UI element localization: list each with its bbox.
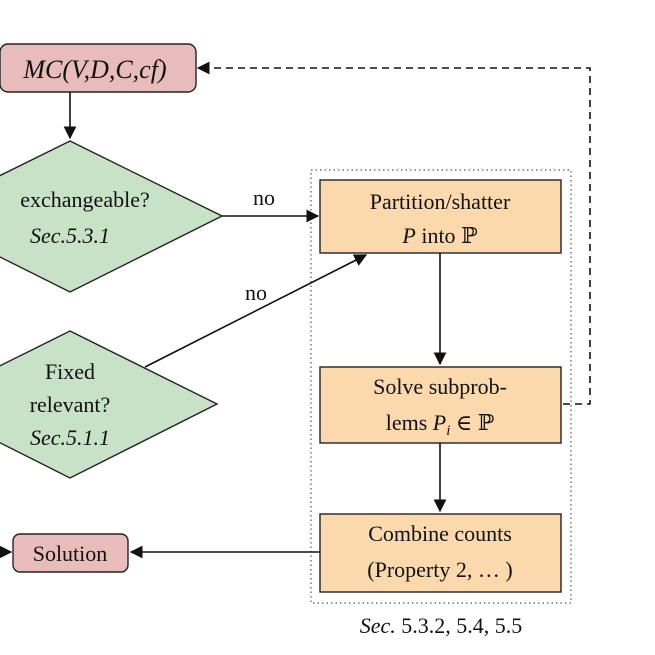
- exchangeable-section-ref: Sec.5.3.1: [30, 223, 110, 248]
- exchangeable-question: exchangeable?: [20, 187, 149, 212]
- exchangeable-decision: exchangeable? Sec.5.3.1: [0, 140, 224, 293]
- mc-node: MC(V,D,C,cf): [0, 43, 197, 93]
- solve-node: Solve subprob- lems Pi ∈ ℙ: [319, 366, 562, 444]
- edge-label-no-bottom: no: [245, 280, 267, 305]
- fixed-question-line1: Fixed: [45, 359, 95, 384]
- edge-fixed-to-partition: [144, 254, 368, 368]
- mc-node-label: MC(V,D,C,cf): [22, 55, 166, 84]
- partition-line1: Partition/shatter: [370, 189, 511, 214]
- combine-line2: (Property 2, … ): [367, 557, 512, 582]
- edge-label-no-top: no: [253, 185, 275, 210]
- partition-node: Partition/shatter P into ℙ: [319, 179, 562, 254]
- solution-label: Solution: [33, 541, 108, 566]
- combine-node: Combine counts (Property 2, … ): [319, 513, 562, 593]
- fixed-question-line2: relevant?: [30, 392, 111, 417]
- solve-line2: lems Pi ∈ ℙ: [386, 410, 495, 439]
- fixed-section-ref: Sec.5.1.1: [30, 425, 110, 450]
- partition-line2: P into ℙ: [401, 223, 477, 248]
- solution-node: Solution: [12, 533, 129, 573]
- solve-line1: Solve subprob-: [373, 374, 507, 399]
- combine-line1: Combine counts: [368, 521, 512, 546]
- edge-solve-feedback-to-mc: [196, 61, 591, 405]
- section-group-caption: Sec. 5.3.2, 5.4, 5.5: [360, 613, 523, 638]
- fixed-relevant-decision: Fixed relevant? Sec.5.1.1: [0, 330, 219, 479]
